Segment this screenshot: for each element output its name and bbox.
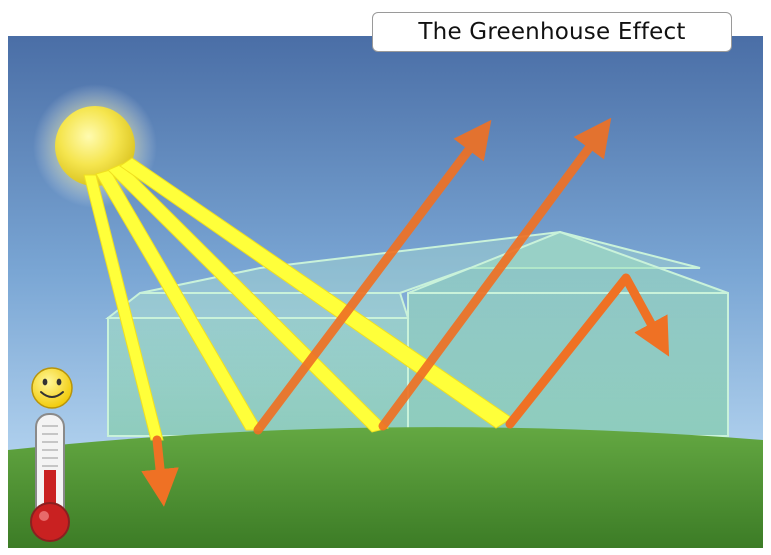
diagram-title: The Greenhouse Effect [418, 19, 686, 45]
infrared-arrow-escaping [253, 119, 492, 435]
smiley-icon [31, 367, 73, 409]
infrared-arrows [141, 117, 670, 507]
infrared-arrow-trapped [505, 273, 670, 429]
thermometer-icon [30, 413, 70, 542]
infrared-arrow-escaping [378, 117, 612, 431]
sunlight-rays [83, 157, 513, 441]
diagram-title-box: The Greenhouse Effect [372, 12, 732, 52]
sun [55, 106, 135, 186]
infrared-arrow-absorbed [141, 435, 179, 507]
ground [8, 427, 763, 548]
sunlight-ray [83, 174, 164, 441]
sunlight-ray [107, 163, 389, 433]
